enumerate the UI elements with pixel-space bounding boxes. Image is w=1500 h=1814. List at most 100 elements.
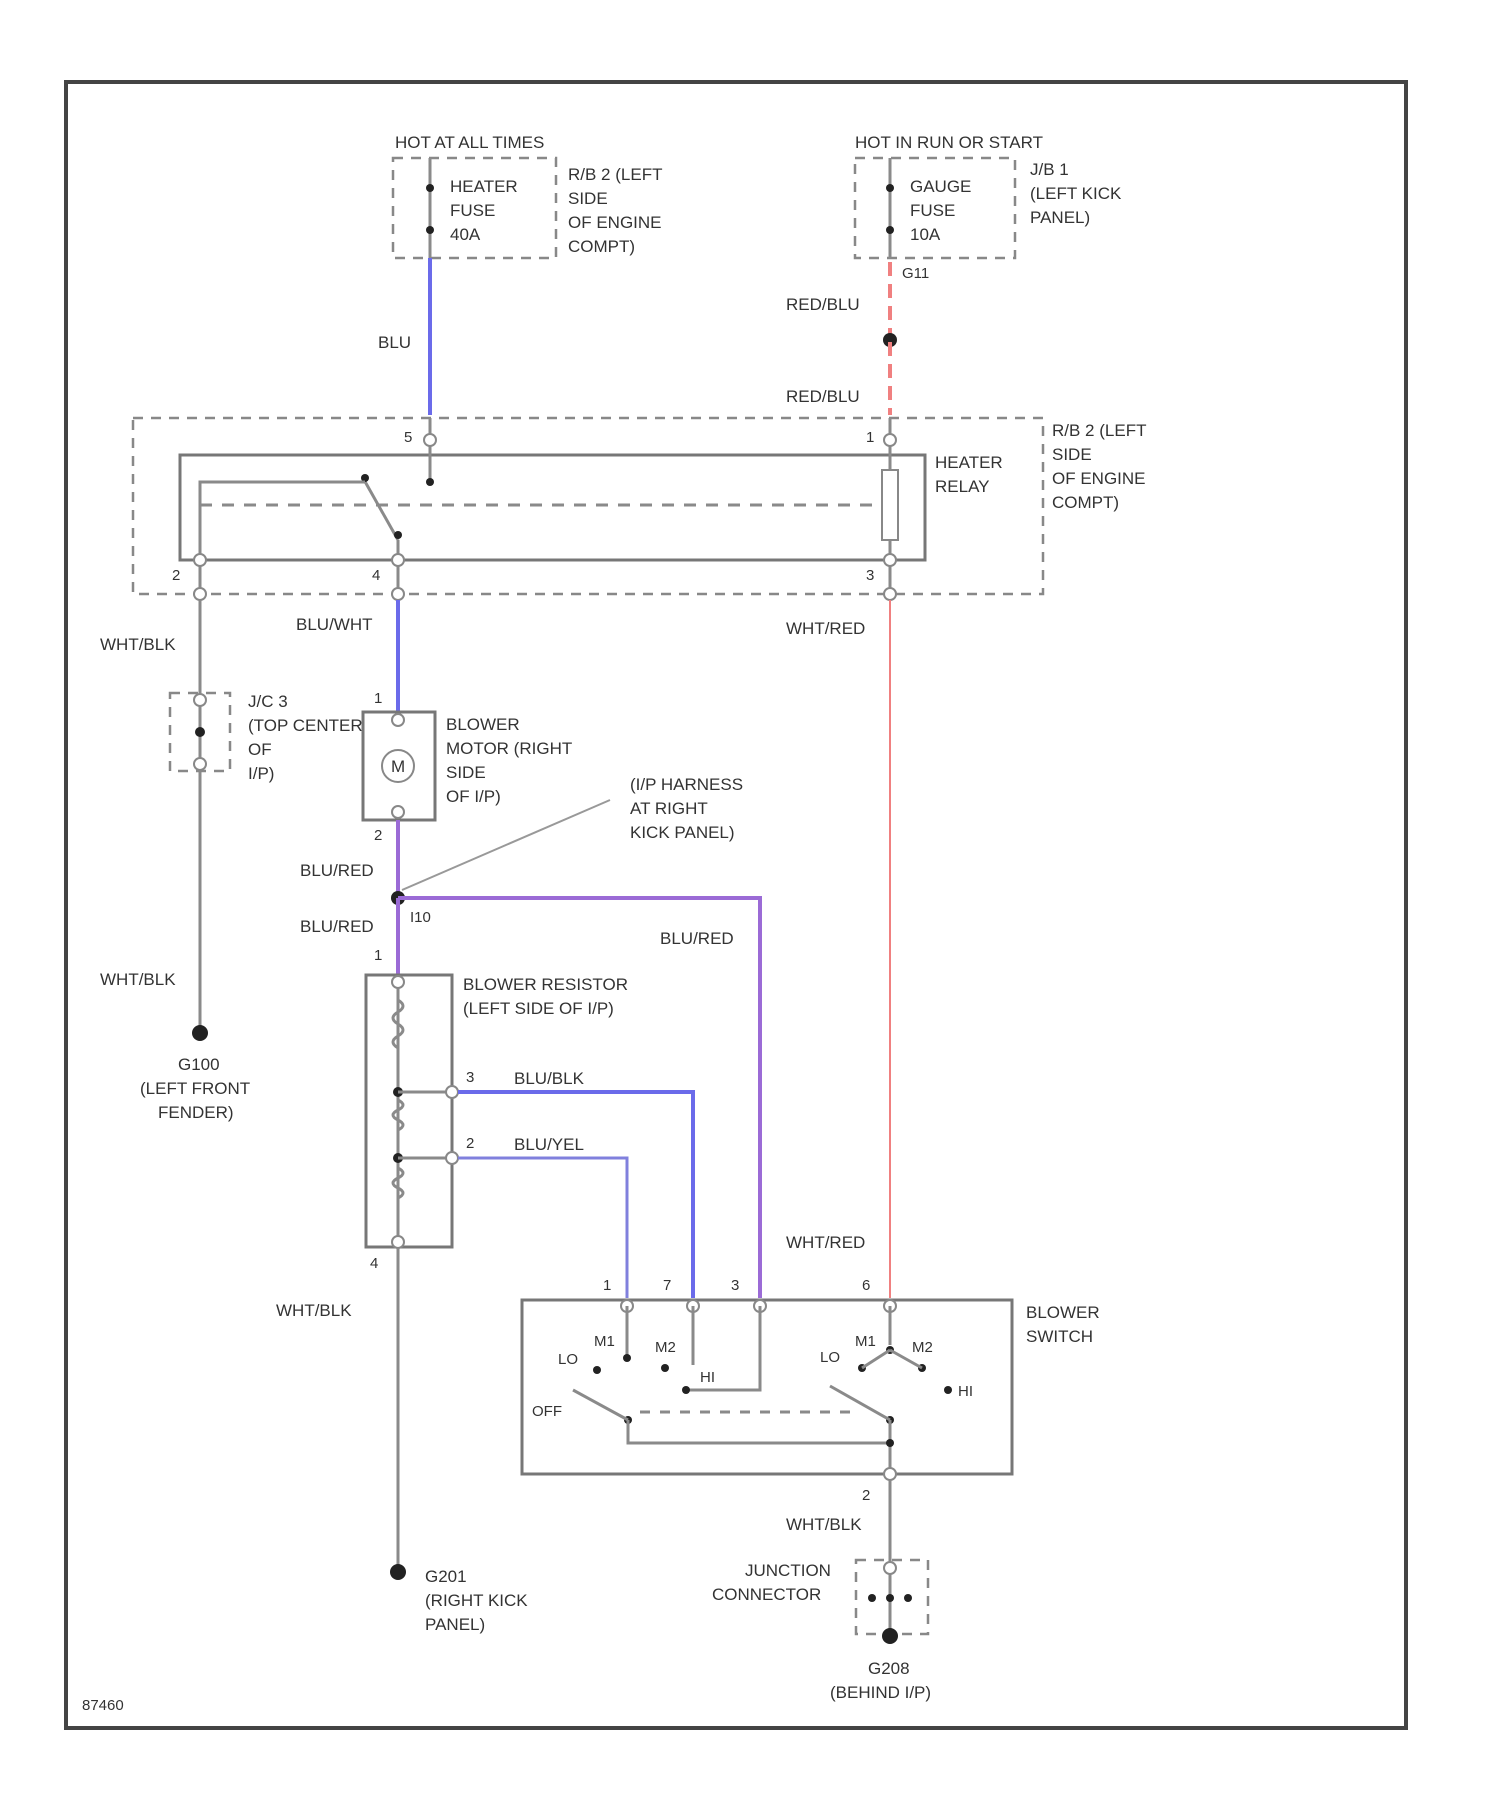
switch-right-hi: HI (958, 1383, 973, 1400)
heater-relay-label-2: RELAY (935, 477, 990, 496)
fuse-terminal-top (426, 184, 434, 192)
junction-connector-label-2: CONNECTOR (712, 1585, 821, 1604)
blower-motor-label-3: SIDE (446, 763, 486, 782)
relay-body (180, 455, 925, 560)
gauge-fuse-line-3: 10A (910, 225, 941, 244)
g11-pin-label: G11 (902, 265, 929, 282)
g100-label-1: G100 (178, 1055, 220, 1074)
rb2-location-line-4: COMPT) (568, 237, 635, 256)
ground-g100: G100 (LEFT FRONT FENDER) (140, 1025, 250, 1122)
switch-pin-1: 1 (603, 1277, 611, 1294)
motor-pin-2: 2 (374, 827, 382, 844)
resistor-pin-3: 3 (466, 1069, 474, 1086)
wire-blu-wht-label: BLU/WHT (296, 615, 373, 634)
splice-label-1: (I/P HARNESS (630, 775, 743, 794)
splice-label-2: AT RIGHT (630, 799, 708, 818)
g208-label-1: G208 (868, 1659, 910, 1678)
g201-label-2: (RIGHT KICK (425, 1591, 528, 1610)
rb2-location-line-3: OF ENGINE (568, 213, 662, 232)
g201-label-3: PANEL) (425, 1615, 485, 1634)
splice-leader-line (402, 800, 610, 890)
blower-motor-label-1: BLOWER (446, 715, 520, 734)
motor-pin-1: 1 (374, 690, 382, 707)
g208-label-2: (BEHIND I/P) (830, 1683, 931, 1702)
j3-label-2: (TOP CENTER (248, 716, 363, 735)
wire-red-blu-label-1: RED/BLU (786, 295, 860, 314)
g201-label-1: G201 (425, 1567, 467, 1586)
relay-coil (882, 470, 898, 540)
switch-right-m2: M2 (912, 1339, 933, 1356)
wire-red-blu-label-2: RED/BLU (786, 387, 860, 406)
relay-pin-1: 1 (866, 429, 874, 446)
wire-wht-blk-label-4: WHT/BLK (786, 1515, 862, 1534)
fuse-terminal-bottom (426, 226, 434, 234)
switch-pin-7: 7 (663, 1277, 671, 1294)
wire-wht-blk-label-2: WHT/BLK (100, 970, 176, 989)
jb1-location-line-3: PANEL) (1030, 208, 1090, 227)
splice-i10-id: I10 (410, 909, 431, 926)
heater-fuse-line-1: HEATER (450, 177, 518, 196)
blower-motor-label-2: MOTOR (RIGHT (446, 739, 572, 758)
relay-pin-4: 4 (372, 567, 380, 584)
blower-switch-label-1: BLOWER (1026, 1303, 1100, 1322)
switch-left-wiper (573, 1390, 628, 1420)
gauge-fuse-group: HOT IN RUN OR START GAUGE FUSE 10A J/B 1… (855, 133, 1122, 282)
ground-g201: G201 (RIGHT KICK PANEL) (390, 1564, 528, 1634)
switch-left-m2: M2 (655, 1339, 676, 1356)
splice-label-3: KICK PANEL) (630, 823, 735, 842)
diagram-code: 87460 (82, 1697, 124, 1714)
g100-label-3: FENDER) (158, 1103, 234, 1122)
switch-pin-3: 3 (731, 1277, 739, 1294)
gauge-fuse-terminal-bottom (886, 226, 894, 234)
hot-at-all-times-label: HOT AT ALL TIMES (395, 133, 544, 152)
relay-location-3: OF ENGINE (1052, 469, 1146, 488)
ground-g100-icon (192, 1025, 208, 1041)
switch-left-hi: HI (700, 1369, 715, 1386)
g100-label-2: (LEFT FRONT (140, 1079, 250, 1098)
switch-right-m1: M1 (855, 1333, 876, 1350)
ground-g201-icon (390, 1564, 406, 1580)
junction-connector: JUNCTION CONNECTOR (712, 1560, 928, 1634)
blower-motor-symbol: M (391, 757, 405, 776)
junction-connector-label-1: JUNCTION (745, 1561, 831, 1580)
blower-resistor-label-1: BLOWER RESISTOR (463, 975, 628, 994)
relay-pin-3: 3 (866, 567, 874, 584)
switch-right-lo: LO (820, 1349, 840, 1366)
blower-motor-label-4: OF I/P) (446, 787, 501, 806)
relay-location-1: R/B 2 (LEFT (1052, 421, 1146, 440)
wire-blu-blk-label: BLU/BLK (514, 1069, 585, 1088)
diagram-frame (66, 82, 1406, 1728)
wire-blu-red-label-1: BLU/RED (300, 861, 374, 880)
wire-blu-blk (458, 1092, 693, 1298)
blower-motor: M 1 2 BLOWER MOTOR (RIGHT SIDE OF I/P) (363, 690, 572, 844)
j3-label-4: I/P) (248, 764, 274, 783)
blower-switch: 1 7 3 6 LO M1 M2 HI OFF LO M1 M2 (522, 1277, 1100, 1504)
ground-g208-icon (882, 1628, 898, 1644)
j3-label-3: OF (248, 740, 272, 759)
relay-contact-fixed (426, 478, 434, 486)
resistor-pin-1: 1 (374, 947, 382, 964)
rb2-location-line-1: R/B 2 (LEFT (568, 165, 662, 184)
wire-blu-red-label-2: BLU/RED (300, 917, 374, 936)
wire-wht-blk-label-3: WHT/BLK (276, 1301, 352, 1320)
relay-pin-2: 2 (172, 567, 180, 584)
hot-in-run-or-start-label: HOT IN RUN OR START (855, 133, 1043, 152)
wire-wht-red-label-1: WHT/RED (786, 619, 865, 638)
wire-blu-yel-label: BLU/YEL (514, 1135, 584, 1154)
wire-blu-red-label-3: BLU/RED (660, 929, 734, 948)
heater-fuse-line-2: FUSE (450, 201, 495, 220)
gauge-fuse-line-2: FUSE (910, 201, 955, 220)
wire-wht-blk-label-1: WHT/BLK (100, 635, 176, 654)
wire-blu-yel (458, 1158, 627, 1298)
relay-pin-5-terminal (424, 434, 436, 446)
switch-pin-6: 6 (862, 1277, 870, 1294)
blower-resistor: 1 3 2 4 BLOWER RESISTOR (LEFT SIDE OF I/… (366, 947, 628, 1272)
resistor-pin-2: 2 (466, 1135, 474, 1152)
heater-relay-label-1: HEATER (935, 453, 1003, 472)
jb1-location-line-2: (LEFT KICK (1030, 184, 1122, 203)
switch-left-off: OFF (532, 1403, 562, 1420)
switch-left-m1: M1 (594, 1333, 615, 1350)
heater-fuse-group: HOT AT ALL TIMES HEATER FUSE 40A R/B 2 (… (393, 133, 662, 258)
gauge-fuse-line-1: GAUGE (910, 177, 971, 196)
